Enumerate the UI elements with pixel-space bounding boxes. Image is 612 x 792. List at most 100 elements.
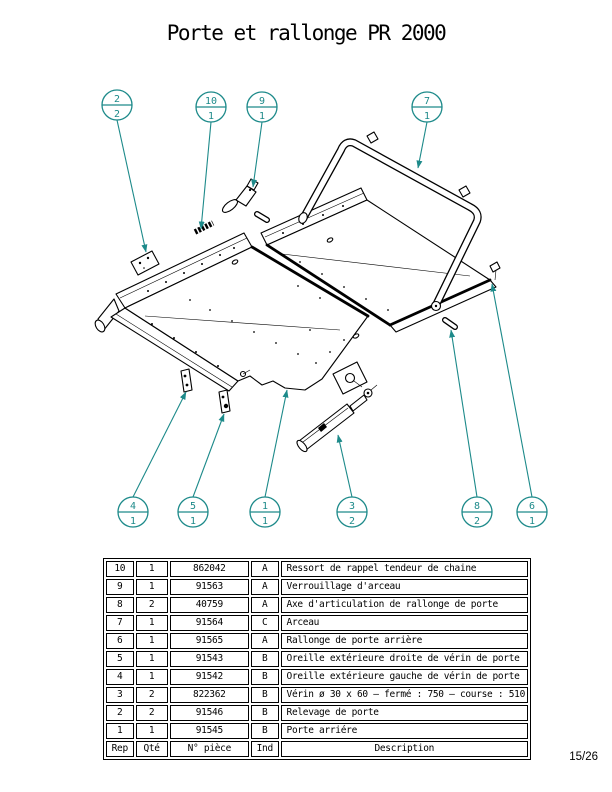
header-description: Description: [280, 741, 528, 757]
balloon-1: 1 1: [249, 496, 281, 528]
svg-text:1: 1: [262, 501, 268, 512]
table-row: 7 1 91564 C Arceau: [106, 615, 528, 631]
leader-line-2: [116, 119, 148, 253]
cell-ind: A: [250, 633, 279, 649]
arceau-drawing: [298, 131, 482, 312]
cell-part-no: 822362: [169, 687, 249, 703]
svg-text:2: 2: [114, 109, 120, 120]
leader-line-4: [132, 391, 187, 498]
cell-qty: 2: [135, 687, 168, 703]
verrouillage-drawing: [221, 178, 259, 213]
table-row: 1 1 91545 B Porte arriére: [106, 723, 528, 739]
svg-text:2: 2: [349, 516, 355, 527]
cell-ind: B: [250, 687, 279, 703]
header-rep: Rep: [106, 741, 134, 757]
cell-qty: 1: [135, 669, 168, 685]
cell-ind: B: [250, 651, 279, 667]
cell-part-no: 91564: [169, 615, 249, 631]
svg-text:7: 7: [424, 96, 430, 107]
leader-line-1: [264, 389, 289, 498]
svg-text:5: 5: [190, 501, 196, 512]
cell-description: Axe d'articulation de rallonge de porte: [280, 597, 528, 613]
svg-text:3: 3: [349, 501, 355, 512]
svg-text:1: 1: [259, 111, 265, 122]
svg-text:9: 9: [259, 96, 265, 107]
cell-rep: 1: [106, 723, 134, 739]
page-title: Porte et rallonge PR 2000: [166, 21, 447, 45]
cell-description: Rallonge de porte arrière: [280, 633, 528, 649]
cell-rep: 2: [106, 705, 134, 721]
balloon-8: 8 2: [461, 496, 493, 528]
cell-ind: B: [250, 723, 279, 739]
cell-part-no: 91545: [169, 723, 249, 739]
cell-part-no: 91546: [169, 705, 249, 721]
cell-qty: 2: [135, 597, 168, 613]
cell-description: Verrouillage d'arceau: [280, 579, 528, 595]
cell-ind: A: [250, 579, 279, 595]
balloon-10: 10 1: [195, 91, 227, 123]
leader-line-5: [192, 413, 225, 498]
svg-text:1: 1: [208, 111, 214, 122]
cell-description: Arceau: [280, 615, 528, 631]
cell-part-no: 91543: [169, 651, 249, 667]
balloon-2: 2 2: [101, 89, 133, 121]
table-row: 2 2 91546 B Relevage de porte: [106, 705, 528, 721]
balloon-6: 6 1: [516, 496, 548, 528]
table-row: 4 1 91542 B Oreille extérieure gauche de…: [106, 669, 528, 685]
cell-rep: 8: [106, 597, 134, 613]
table-row: 3 2 822362 B Vérin ø 30 x 60 – fermé : 7…: [106, 687, 528, 703]
face-holes: [189, 299, 345, 364]
leader-line-10: [198, 121, 212, 230]
porte-arriere-drawing: [94, 232, 370, 392]
cell-part-no: 40759: [169, 597, 249, 613]
cell-description: Vérin ø 30 x 60 – fermé : 750 – course :…: [280, 687, 528, 703]
cell-part-no: 862042: [169, 561, 249, 577]
table-row: 8 2 40759 A Axe d'articulation de rallon…: [106, 597, 528, 613]
cell-qty: 1: [135, 561, 168, 577]
cell-rep: 7: [106, 615, 134, 631]
balloon-7: 7 1: [411, 91, 443, 123]
parts-table: 10 1 862042 A Ressort de rappel tendeur …: [103, 558, 531, 760]
cell-description: Oreille extérieure gauche de vérin de po…: [280, 669, 528, 685]
cell-qty: 1: [135, 723, 168, 739]
svg-text:6: 6: [529, 501, 535, 512]
cell-rep: 4: [106, 669, 134, 685]
svg-text:1: 1: [424, 111, 430, 122]
cell-qty: 1: [135, 615, 168, 631]
header-part-no: N° pièce: [169, 741, 249, 757]
leader-lines: [116, 119, 533, 498]
verin-drawing: [296, 384, 378, 453]
cell-part-no: 91565: [169, 633, 249, 649]
balloon-5: 5 1: [177, 496, 209, 528]
leader-line-7: [416, 121, 428, 169]
page-number: 15/26: [569, 751, 598, 763]
balloon-3: 3 2: [336, 496, 368, 528]
leader-line-8: [449, 329, 478, 498]
cell-qty: 1: [135, 579, 168, 595]
cell-ind: B: [250, 705, 279, 721]
cell-ind: A: [250, 561, 279, 577]
table-header-row: Rep Qté N° pièce Ind Description: [106, 741, 528, 757]
header-qty: Qté: [135, 741, 168, 757]
axe-pin-top-drawing: [254, 211, 270, 223]
svg-text:1: 1: [130, 516, 136, 527]
svg-text:2: 2: [114, 94, 120, 105]
balloon-9: 9 1: [246, 91, 278, 123]
cell-qty: 1: [135, 633, 168, 649]
rivet-holes: [147, 247, 235, 367]
svg-text:4: 4: [130, 501, 136, 512]
cell-rep: 10: [106, 561, 134, 577]
header-ind: Ind: [250, 741, 279, 757]
svg-text:8: 8: [474, 501, 480, 512]
svg-text:1: 1: [262, 516, 268, 527]
ressort-drawing: [193, 220, 215, 235]
cell-part-no: 91563: [169, 579, 249, 595]
balloon-4: 4 1: [117, 496, 149, 528]
oreille-gauche-drawing: [180, 368, 193, 393]
table-row: 10 1 862042 A Ressort de rappel tendeur …: [106, 561, 528, 577]
cell-description: Relevage de porte: [280, 705, 528, 721]
cell-ind: C: [250, 615, 279, 631]
cell-rep: 9: [106, 579, 134, 595]
svg-text:1: 1: [190, 516, 196, 527]
verin-mount-plate-drawing: [332, 361, 368, 395]
